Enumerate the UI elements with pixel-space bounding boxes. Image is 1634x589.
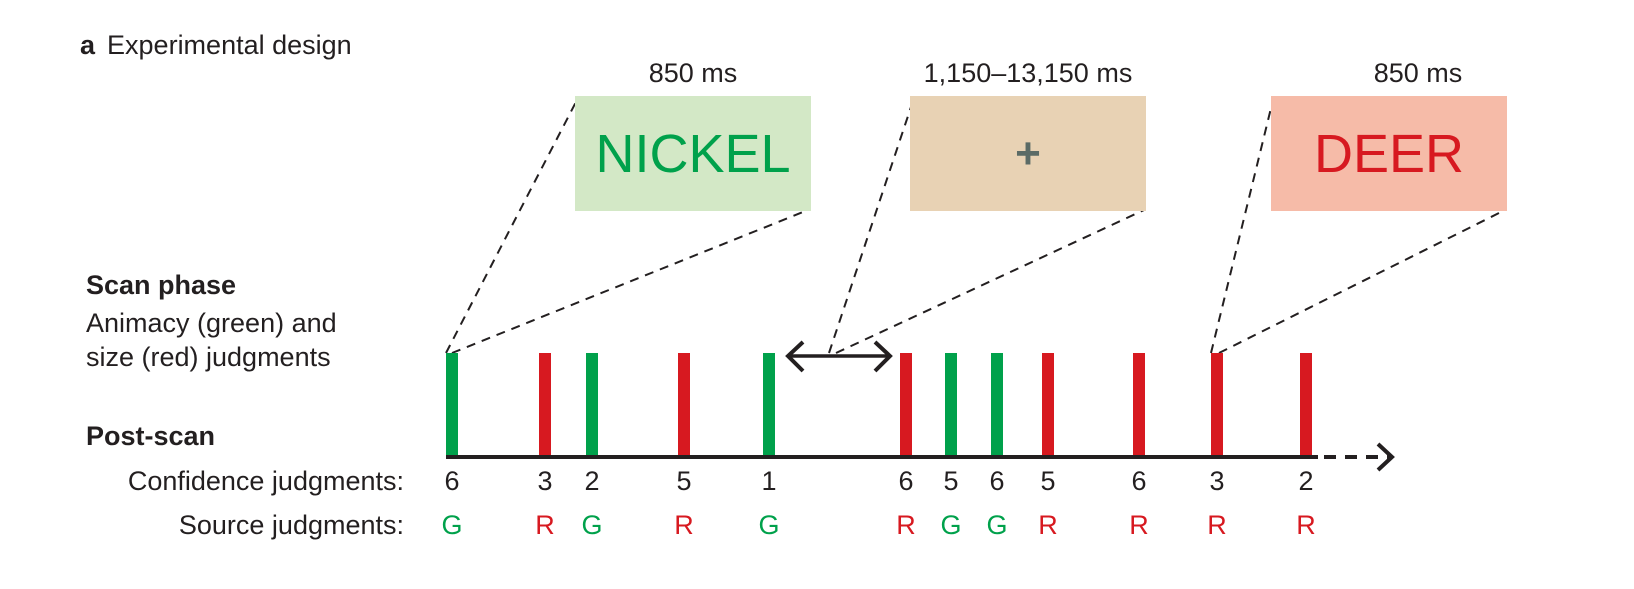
source-value-8: G (986, 510, 1008, 540)
trial-bar-10 (1133, 353, 1145, 457)
panel-title: a Experimental design (80, 30, 352, 61)
confidence-value-12: 2 (1298, 466, 1314, 496)
source-value-3: G (581, 510, 603, 540)
trial-bar-8 (991, 353, 1003, 457)
source-value-12: R (1296, 510, 1316, 540)
scan-phase-heading: Scan phase (86, 270, 237, 300)
post-scan-heading: Post-scan (86, 421, 216, 451)
zoom-line-right-2 (835, 209, 1145, 354)
stimulus-word-deer: DEER (1313, 123, 1465, 184)
confidence-value-3: 2 (584, 466, 600, 496)
trial-bar-9 (1042, 353, 1054, 457)
confidence-value-11: 3 (1209, 466, 1225, 496)
timeline-arrowhead-icon (1376, 442, 1395, 472)
trial-bar-5 (763, 353, 775, 457)
source-value-5: G (758, 510, 780, 540)
panel-letter: a (80, 30, 96, 60)
scan-phase-desc-line1: Animacy (green) and (86, 308, 337, 338)
source-value-1: G (441, 510, 463, 540)
trial-bar-11 (1211, 353, 1223, 457)
confidence-value-7: 5 (943, 466, 959, 496)
trial-bar-3 (586, 353, 598, 457)
stimulus-1-duration: 850 ms (648, 58, 738, 88)
scan-phase-desc-line2: size (red) judgments (86, 342, 331, 372)
source-value-9: R (1038, 510, 1058, 540)
zoom-line-right-3 (1218, 209, 1506, 354)
source-value-4: R (674, 510, 694, 540)
confidence-value-4: 5 (676, 466, 692, 496)
stimulus-word-nickel: NICKEL (595, 123, 791, 184)
panel-title-text: Experimental design (107, 30, 352, 60)
iti-arrowhead-left-icon (785, 340, 805, 373)
zoom-line-left-1 (445, 99, 578, 354)
confidence-label: Confidence judgments: (127, 466, 404, 496)
stimulus-3-duration: 850 ms (1373, 58, 1463, 88)
fixation-cross-icon: + (1015, 128, 1041, 178)
iti-arrowhead-right-icon (873, 340, 893, 373)
confidence-value-1: 6 (444, 466, 460, 496)
trial-bar-7 (945, 353, 957, 457)
source-value-11: R (1207, 510, 1227, 540)
confidence-value-5: 1 (761, 466, 777, 496)
zoom-line-left-3 (1210, 103, 1273, 354)
stimulus-2-duration: 1,150–13,150 ms (923, 58, 1133, 88)
source-value-6: R (896, 510, 916, 540)
trial-bar-2 (539, 353, 551, 457)
trial-bar-12 (1300, 353, 1312, 457)
source-value-7: G (940, 510, 962, 540)
confidence-value-10: 6 (1131, 466, 1147, 496)
confidence-value-6: 6 (898, 466, 914, 496)
trial-bar-6 (900, 353, 912, 457)
confidence-value-2: 3 (537, 466, 553, 496)
zoom-line-left-2 (828, 103, 913, 354)
source-value-2: R (535, 510, 555, 540)
stimulus-box-deer: DEER (1271, 96, 1507, 211)
source-value-10: R (1129, 510, 1149, 540)
stimulus-box-fixation: + (910, 96, 1146, 211)
confidence-value-9: 5 (1040, 466, 1056, 496)
source-label: Source judgments: (178, 510, 404, 540)
stimulus-box-nickel: NICKEL (575, 96, 811, 211)
trial-bar-4 (678, 353, 690, 457)
trial-bar-1 (446, 353, 458, 457)
confidence-value-8: 6 (989, 466, 1005, 496)
zoom-line-right-1 (451, 209, 809, 354)
